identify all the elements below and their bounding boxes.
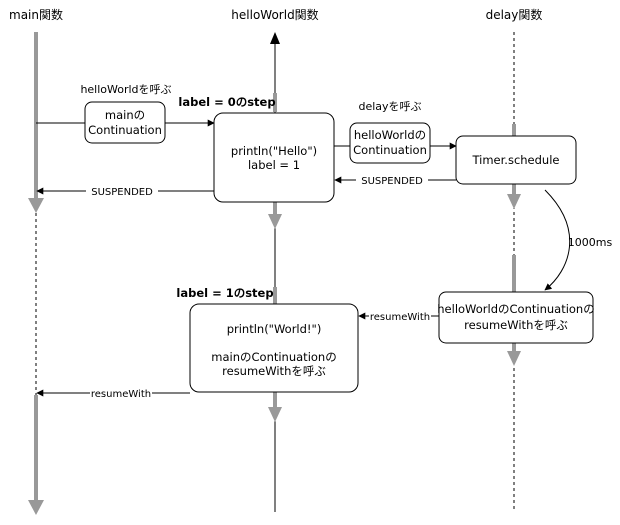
helloworld-lane-header: helloWorld関数 [231, 7, 318, 22]
step1-box: println("World!") mainのContinuationの res… [189, 303, 359, 393]
helloworld-continuation-line1: helloWorldの [354, 128, 426, 142]
main-continuation-line2: Continuation [88, 123, 162, 137]
suspended-main-label: SUSPENDED [91, 187, 153, 198]
call-helloworld-label: helloWorldを呼ぶ [80, 83, 171, 96]
main-continuation-box: mainの Continuation [84, 101, 166, 144]
call-delay-label: delayを呼ぶ [358, 100, 421, 113]
resume-from-delay-label: resumeWith [370, 312, 430, 323]
suspended-delay-arrow: SUSPENDED [334, 174, 456, 187]
helloworld-continuation-line2: Continuation [353, 143, 427, 157]
step1-line1: println("World!") [227, 322, 322, 336]
timer-schedule-text: Timer.schedule [471, 153, 559, 167]
suspended-delay-label: SUSPENDED [361, 176, 423, 187]
step0-line2: label = 1 [248, 158, 300, 172]
step0-line1: println("Hello") [231, 144, 317, 158]
helloworld-continuation-box: helloWorldの Continuation [349, 122, 431, 164]
timer-delay-curve: 1000ms [544, 189, 613, 291]
resume-call-line1: helloWorldのContinuationの [437, 302, 594, 316]
step0-box: println("Hello") label = 1 [213, 112, 335, 203]
resume-to-main-label: resumeWith [91, 389, 151, 400]
resume-from-delay-arrow: resumeWith [358, 310, 439, 323]
delay-lifeline [507, 32, 521, 512]
timer-schedule-box: Timer.schedule [455, 135, 577, 185]
step0-label: label = 0のstep [178, 95, 275, 109]
main-lane-header: main関数 [9, 7, 63, 22]
step1-line3: mainのContinuationの [211, 350, 336, 364]
step1-label: label = 1のstep [176, 286, 273, 300]
delay-lane-header: delay関数 [486, 7, 543, 22]
main-lifeline [28, 32, 44, 515]
timer-delay-label: 1000ms [568, 236, 613, 249]
suspended-main-arrow: SUSPENDED [36, 185, 214, 198]
resume-to-main-arrow: resumeWith [36, 387, 190, 400]
resume-call-line2: resumeWithを呼ぶ [464, 318, 568, 332]
step1-line4: resumeWithを呼ぶ [222, 364, 326, 378]
resume-call-box: helloWorldのContinuationの resumeWithを呼ぶ [437, 291, 595, 344]
main-continuation-line1: mainの [105, 108, 145, 122]
